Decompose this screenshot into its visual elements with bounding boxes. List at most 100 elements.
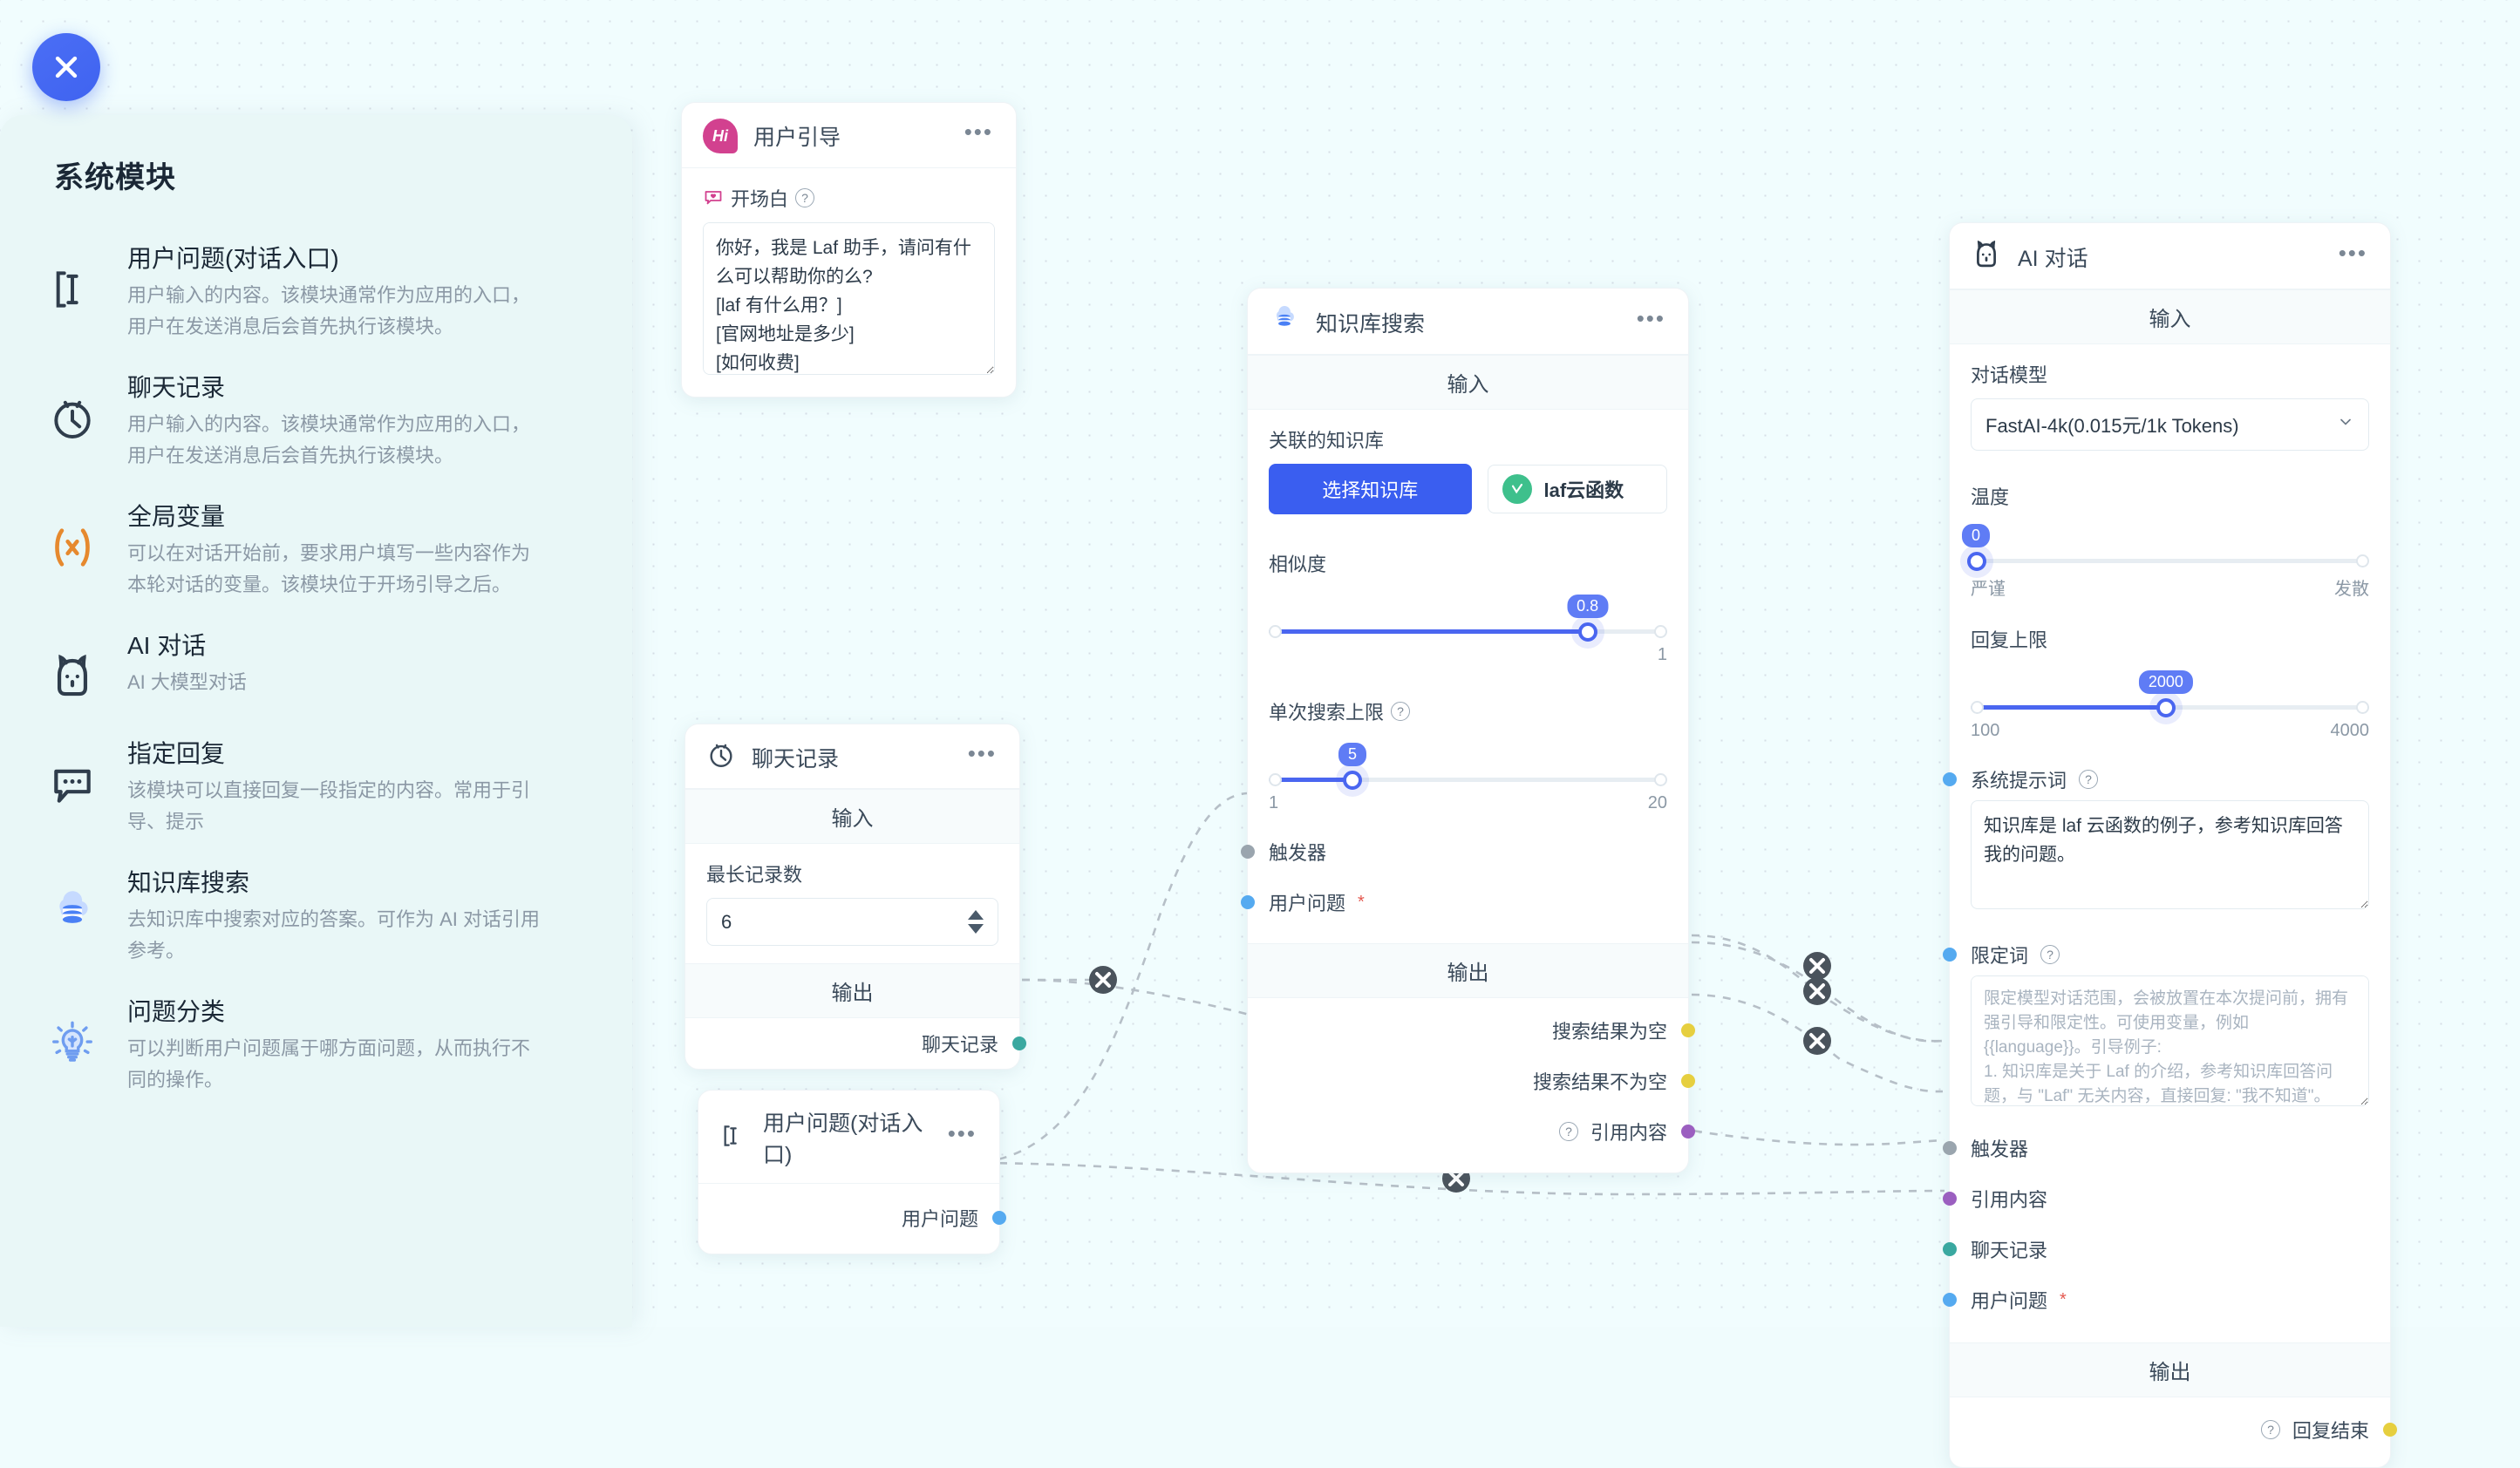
help-icon[interactable]: ? [2040, 945, 2060, 964]
similarity-label: 相似度 [1269, 549, 1667, 577]
port-quote[interactable] [1681, 1125, 1695, 1138]
module-item-specified-reply[interactable]: 指定回复 该模块可以直接回复一段指定的内容。常用于引导、提示 [0, 721, 632, 850]
required-marker: * [1358, 893, 1365, 913]
limit-prompt-input[interactable] [1971, 975, 2369, 1106]
text-cursor-icon [40, 257, 105, 322]
port-not-empty-result[interactable] [1681, 1074, 1695, 1088]
close-button[interactable] [32, 33, 100, 101]
port-empty-result[interactable] [1681, 1023, 1695, 1037]
slider-value-bubble: 2000 [2139, 670, 2193, 694]
select-dataset-button[interactable]: 选择知识库 [1269, 464, 1472, 514]
slider-start-dot [1269, 625, 1282, 638]
node-dataset-search[interactable]: 知识库搜索 ••• 输入 关联的知识库 选择知识库 laf云函数 相似度 0.8 [1247, 288, 1689, 1173]
module-name: 全局变量 [127, 500, 546, 534]
node-question-entry[interactable]: 用户问题(对话入口) ••• 用户问题 [698, 1090, 1000, 1254]
node-header: 用户问题(对话入口) ••• [698, 1091, 999, 1184]
chat-bubble-icon [40, 752, 105, 817]
output-empty-result[interactable]: 搜索结果为空 [1269, 1005, 1667, 1056]
port-user-question[interactable] [1943, 1293, 1957, 1307]
input-quote[interactable]: 引用内容 [1971, 1173, 2369, 1224]
node-chat-history[interactable]: 聊天记录 ••• 输入 最长记录数 6 输出 聊天记录 [684, 724, 1020, 1070]
module-item-dataset-search[interactable]: 知识库搜索 去知识库中搜索对应的答案。可作为 AI 对话引用参考。 [0, 850, 632, 979]
stepper-icon[interactable] [968, 910, 984, 934]
port-trigger[interactable] [1943, 1141, 1957, 1155]
database-icon [40, 881, 105, 946]
help-icon[interactable]: ? [795, 188, 814, 207]
port-user-question[interactable] [1241, 895, 1255, 909]
port-user-question[interactable] [992, 1211, 1006, 1225]
input-user-question[interactable]: 用户问题 * [1269, 877, 1667, 928]
port-quote[interactable] [1943, 1192, 1957, 1206]
outputs: ? 回复结束 [1950, 1397, 2390, 1467]
module-name: AI 对话 [127, 629, 247, 663]
output-quote[interactable]: ? 引用内容 [1269, 1106, 1667, 1157]
module-desc: 用户输入的内容。该模块通常作为应用的入口，用户在发送消息后会首先执行该模块。 [127, 280, 546, 343]
input-section-label: 输入 [685, 789, 1019, 844]
slider-max-label: 发散 [2334, 574, 2369, 600]
output-reply-finish[interactable]: ? 回复结束 [1971, 1404, 2369, 1455]
search-limit-slider[interactable]: 5 1 20 [1269, 755, 1667, 809]
required-marker: * [2060, 1290, 2067, 1310]
node-menu-button[interactable]: ••• [961, 127, 997, 145]
node-title: 用户引导 [753, 120, 945, 152]
slider-knob[interactable] [1578, 622, 1597, 642]
module-item-question-classify[interactable]: 问题分类 可以判断用户问题属于哪方面问题，从而执行不同的操作。 [0, 979, 632, 1108]
slider-fill [1269, 629, 1588, 634]
output-chat-history[interactable]: 聊天记录 [706, 1018, 998, 1069]
slider-knob[interactable] [2156, 698, 2176, 717]
module-name: 知识库搜索 [127, 866, 546, 901]
module-item-global-variable[interactable]: 全局变量 可以在对话开始前，要求用户填写一些内容作为本轮对话的变量。该模块位于开… [0, 484, 632, 613]
input-limit-prompt[interactable]: 限定词 ? [1971, 929, 2369, 975]
port-reply-finish[interactable] [2383, 1423, 2397, 1437]
model-select[interactable]: FastAI-4k(0.015元/1k Tokens) [1971, 398, 2369, 451]
panel-title: 系统模块 [54, 153, 632, 196]
slider-start-dot [1971, 701, 1984, 714]
max-tokens-slider[interactable]: 2000 100 4000 [1971, 683, 2369, 737]
module-item-ai-chat[interactable]: AI 对话 AI 大模型对话 [0, 613, 632, 721]
help-icon[interactable]: ? [1391, 702, 1410, 721]
node-menu-button[interactable]: ••• [2335, 248, 2371, 266]
slider-knob[interactable] [1967, 552, 1986, 571]
node-menu-button[interactable]: ••• [1633, 314, 1669, 331]
max-records-input[interactable]: 6 [706, 898, 998, 946]
variable-x-icon [40, 515, 105, 580]
node-user-guide[interactable]: Hi 用户引导 ••• 开场白 ? [681, 102, 1017, 398]
output-section-label: 输出 [1950, 1342, 2390, 1397]
help-icon[interactable]: ? [1559, 1122, 1578, 1141]
input-trigger[interactable]: 触发器 [1971, 1123, 2369, 1173]
port-trigger[interactable] [1241, 845, 1255, 859]
port-chat-history[interactable] [1943, 1242, 1957, 1256]
node-ai-chat[interactable]: AI 对话 ••• 输入 对话模型 FastAI-4k(0.015元/1k To… [1949, 222, 2391, 1468]
output-not-empty-result[interactable]: 搜索结果不为空 [1269, 1056, 1667, 1106]
dataset-label: 关联的知识库 [1269, 425, 1667, 453]
search-limit-label: 单次搜索上限 [1269, 697, 1384, 725]
help-icon[interactable]: ? [2261, 1420, 2280, 1439]
slider-end-dot [2356, 554, 2369, 567]
help-icon[interactable]: ? [2079, 770, 2098, 789]
input-label: 聊天记录 [1971, 1235, 2047, 1263]
temperature-slider[interactable]: 0 严谨 发散 [1971, 536, 2369, 590]
node-body: 最长记录数 6 [685, 844, 1019, 963]
node-menu-button[interactable]: ••• [944, 1129, 980, 1146]
opening-text-input[interactable] [703, 222, 995, 375]
similarity-slider[interactable]: 0.8 1 [1269, 607, 1667, 661]
module-desc: 用户输入的内容。该模块通常作为应用的入口，用户在发送消息后会首先执行该模块。 [127, 409, 546, 472]
input-user-question[interactable]: 用户问题 * [1971, 1274, 2369, 1325]
port-system-prompt[interactable] [1943, 772, 1957, 786]
output-user-question[interactable]: 用户问题 [719, 1193, 978, 1243]
slider-knob[interactable] [1343, 771, 1362, 790]
module-item-chat-history[interactable]: 聊天记录 用户输入的内容。该模块通常作为应用的入口，用户在发送消息后会首先执行该… [0, 355, 632, 484]
laf-logo-icon [1502, 474, 1532, 504]
outputs: 用户问题 [698, 1184, 999, 1254]
output-label: 回复结束 [2292, 1416, 2369, 1444]
port-limit-prompt[interactable] [1943, 948, 1957, 962]
node-menu-button[interactable]: ••• [964, 749, 1000, 766]
system-prompt-input[interactable] [1971, 800, 2369, 909]
output-section-label: 输出 [685, 963, 1019, 1018]
input-system-prompt[interactable]: 系统提示词 ? [1971, 754, 2369, 800]
dataset-chip-laf[interactable]: laf云函数 [1488, 465, 1668, 513]
module-item-user-question[interactable]: 用户问题(对话入口) 用户输入的内容。该模块通常作为应用的入口，用户在发送消息后… [0, 226, 632, 355]
input-chat-history[interactable]: 聊天记录 [1971, 1224, 2369, 1274]
port-chat-history[interactable] [1012, 1036, 1026, 1050]
input-trigger[interactable]: 触发器 [1269, 826, 1667, 877]
